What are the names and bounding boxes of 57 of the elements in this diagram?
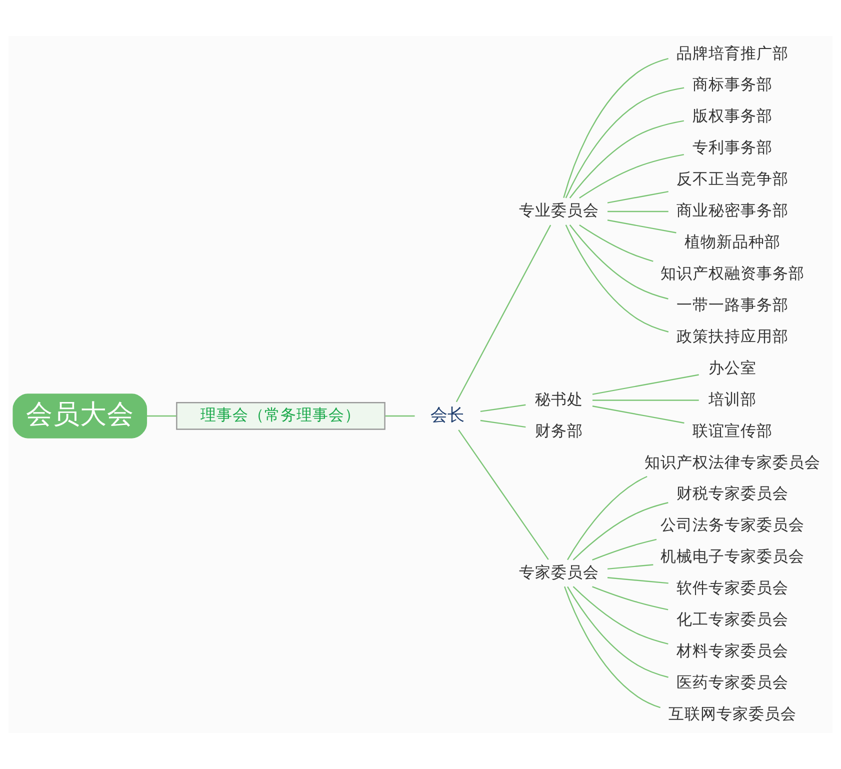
- connector: [607, 191, 668, 204]
- connector: [579, 154, 684, 198]
- node-text: 财税专家委员会: [676, 484, 789, 503]
- connector: [592, 586, 668, 610]
- connector: [480, 404, 526, 412]
- connector: [607, 577, 668, 584]
- connector: [565, 87, 684, 198]
- node-text: 专利事务部: [692, 138, 773, 157]
- node-text: 知识产权法律专家委员会: [644, 452, 821, 472]
- node-text: 办公室: [708, 358, 757, 377]
- node-text: 互联网专家委员会: [668, 704, 797, 723]
- node-text: 医药专家委员会: [676, 672, 789, 692]
- connector: [592, 406, 684, 424]
- node-box: 理事会（常务理事会）: [176, 402, 386, 430]
- connector: [480, 420, 526, 428]
- connector: [563, 58, 668, 198]
- connector: [456, 224, 552, 402]
- node-text: 会长: [430, 404, 465, 424]
- node-text: 品牌培育推广部: [676, 43, 789, 62]
- connector: [592, 538, 657, 560]
- node-text: 公司法务专家委员会: [660, 515, 805, 534]
- connector: [607, 564, 654, 570]
- connector: [385, 415, 415, 417]
- connector: [458, 430, 549, 560]
- node-text: 秘书处: [535, 389, 584, 408]
- connector: [567, 476, 648, 560]
- node-box: 会员大会: [12, 394, 148, 438]
- connector: [579, 224, 654, 262]
- node-text: 专家委员会: [519, 562, 600, 582]
- node-text: 化工专家委员会: [676, 610, 789, 629]
- node-text: 知识产权融资事务部: [660, 264, 805, 282]
- connector: [569, 224, 668, 300]
- node-text: 软件专家委员会: [676, 578, 789, 598]
- connector: [567, 586, 668, 678]
- node-text: 版权事务部: [692, 106, 773, 126]
- node-text: 材料专家委员会: [676, 641, 789, 660]
- connector: [564, 586, 661, 708]
- connector: [572, 502, 668, 560]
- node-text: 专业委员会: [519, 200, 600, 220]
- connector: [146, 415, 176, 417]
- connector: [569, 120, 684, 198]
- node-text: 财务部: [535, 420, 584, 440]
- connector: [608, 210, 668, 212]
- connector: [607, 220, 676, 234]
- connector: [572, 586, 668, 644]
- node-text: 一带一路事务部: [676, 294, 789, 314]
- node-text: 联谊宣传部: [692, 420, 773, 440]
- node-text: 植物新品种部: [684, 232, 781, 252]
- node-text: 政策扶持应用部: [676, 326, 789, 346]
- connector: [592, 400, 699, 401]
- node-text: 商业秘密事务部: [676, 200, 789, 220]
- node-text: 反不正当竞争部: [676, 169, 789, 188]
- node-text: 机械电子专家委员会: [660, 546, 805, 566]
- connector: [565, 224, 669, 332]
- node-text: 培训部: [708, 389, 757, 408]
- connector: [592, 374, 699, 395]
- node-text: 商标事务部: [692, 74, 773, 94]
